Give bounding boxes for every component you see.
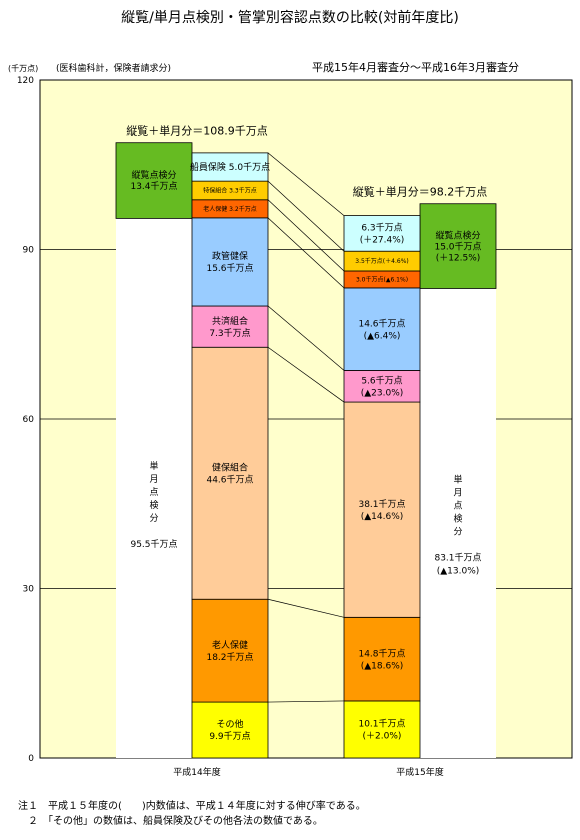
footnote-2: ２ 「その他」の数値は、船員保険及びその他各法の数値である。 — [18, 816, 323, 827]
tangetsu-label: 95.5千万点 — [130, 539, 177, 550]
y-tick-label: 30 — [23, 585, 35, 595]
connector-layer — [267, 152, 345, 703]
segment-label: 老人保健 3.2千万点 — [203, 205, 256, 213]
segment-label: その他 — [216, 718, 243, 730]
bar-segment-senin — [191, 152, 269, 182]
segment-label: 18.2千万点 — [206, 652, 253, 663]
bar-segment-kyosai — [191, 305, 269, 348]
y-tick-label: 120 — [17, 76, 34, 86]
x-axis: 平成14年度 平成15年度 — [173, 766, 443, 778]
bar-juran — [419, 203, 497, 289]
segment-label: 9.9千万点 — [209, 731, 250, 742]
bar-segment-roujin — [343, 616, 421, 702]
segment-label: 5.6千万点 — [361, 375, 402, 386]
segment-label: 船員保険 5.0千万点 — [190, 161, 270, 173]
connector-line — [267, 199, 345, 272]
segment-label: 政管健保 — [212, 250, 248, 262]
tangetsu-label: 83.1千万点 — [434, 553, 481, 564]
bar-segment-senin — [343, 215, 421, 252]
segment-label: 3.0千万点(▲6.1%) — [356, 276, 408, 284]
tangetsu-label: 分 — [149, 513, 158, 524]
tangetsu-label: (▲13.0%) — [437, 567, 480, 577]
label-layer: その他9.9千万点老人保健18.2千万点健保組合44.6千万点共済組合7.3千万… — [126, 124, 487, 742]
tangetsu-label: 検 — [453, 513, 462, 525]
segment-label: 7.3千万点 — [209, 328, 250, 339]
chart-period: 平成15年4月審査分～平成16年3月審査分 — [312, 60, 519, 74]
segment-label: 6.3千万点 — [361, 223, 402, 234]
juran-label: 縦覧点検分 — [131, 169, 176, 181]
segment-label: (＋2.0%) — [363, 731, 402, 742]
tangetsu-label: 分 — [453, 527, 462, 538]
connector-line — [267, 700, 345, 703]
tangetsu-label: 単 — [149, 460, 158, 472]
footnote-1: 注１ 平成１５年度の( )内数値は、平成１４年度に対する伸び率である。 — [18, 801, 366, 812]
bar-layer — [115, 142, 497, 759]
segment-label: 老人保健 — [212, 639, 248, 651]
total-label: 縦覧＋単月分＝108.9千万点 — [126, 124, 268, 138]
connector-line — [267, 152, 345, 216]
tangetsu-label: 月 — [453, 488, 462, 499]
connector-line — [267, 305, 345, 371]
chart-title: 縦覧/単月点検別・管掌別容認点数の比較(対前年度比) — [121, 9, 459, 26]
segment-label: (▲23.0%) — [361, 388, 404, 398]
x-category-label: 平成14年度 — [173, 766, 220, 778]
tangetsu-label: 点 — [149, 487, 158, 498]
bar-segment-seikan — [343, 287, 421, 371]
juran-label: (＋12.5%) — [436, 252, 481, 263]
tangetsu-label: 月 — [149, 474, 158, 485]
tangetsu-label: 単 — [453, 474, 462, 486]
segment-label: 15.6千万点 — [206, 263, 253, 274]
segment-label: (▲18.6%) — [361, 661, 404, 671]
bar-tangetsu — [420, 288, 496, 758]
y-tick-label: 90 — [23, 246, 35, 256]
tangetsu-label: 点 — [453, 501, 462, 512]
bar-segment-sonota — [191, 701, 269, 759]
chart-subtitle: (医科歯科計，保険者請求分) — [56, 62, 171, 74]
bar-segment-seikan — [191, 217, 269, 307]
juran-label: 縦覧点検分 — [435, 229, 480, 241]
segment-label: (＋27.4%) — [360, 235, 405, 246]
y-axis-unit: (千万点) — [8, 63, 38, 73]
connector-line — [267, 180, 345, 252]
bar-segment-kenpo — [343, 401, 421, 618]
tangetsu-label: 検 — [149, 499, 158, 511]
x-category-label: 平成15年度 — [396, 766, 443, 778]
connector-line — [267, 217, 345, 289]
segment-label: 共済組合 — [212, 315, 248, 327]
bar-segment-kyosai — [343, 370, 421, 403]
segment-label: 14.8千万点 — [358, 648, 405, 659]
connector-line — [267, 598, 345, 618]
segment-label: (▲6.4%) — [364, 331, 401, 341]
segment-label: 44.6千万点 — [206, 474, 253, 485]
segment-label: 38.1千万点 — [358, 499, 405, 510]
y-tick-label: 60 — [23, 415, 35, 425]
segment-label: 10.1千万点 — [358, 719, 405, 730]
juran-label: 13.4千万点 — [130, 181, 177, 192]
segment-label: 健保組合 — [212, 461, 248, 473]
y-axis: 0 30 60 90 120 — [17, 76, 34, 764]
segment-label: 特保組合 3.3千万点 — [203, 187, 256, 195]
y-tick-label: 0 — [28, 754, 34, 764]
segment-label: 3.5千万点(＋4.6%) — [355, 257, 408, 265]
bar-segment-kenpo — [191, 346, 269, 600]
juran-label: 15.0千万点 — [434, 241, 481, 252]
bar-segment-sonota — [343, 700, 421, 759]
connector-line — [267, 346, 345, 403]
bar-tangetsu — [116, 218, 192, 759]
segment-label: 14.6千万点 — [358, 318, 405, 329]
total-label: 縦覧＋単月分＝98.2千万点 — [353, 185, 488, 199]
segment-label: (▲14.6%) — [361, 512, 404, 522]
